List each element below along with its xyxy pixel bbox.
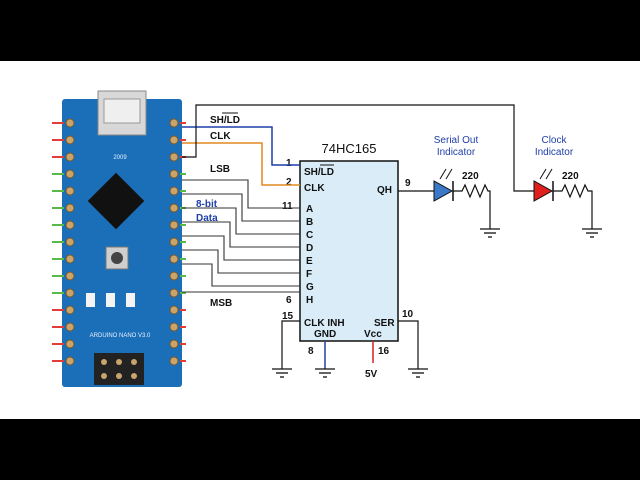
ground-icon — [272, 368, 292, 378]
header-pin — [65, 203, 75, 213]
vcc-5v-label: 5V — [365, 369, 378, 380]
header-pin — [169, 305, 179, 315]
chip-title: 74HC165 — [322, 141, 377, 156]
data-label-line2: Data — [196, 213, 218, 224]
light-arrow-icon — [539, 168, 547, 180]
pin-number-6: 6 — [286, 295, 292, 306]
header-pin — [169, 254, 179, 264]
resistor-1 — [453, 183, 491, 229]
pin-number-2: 2 — [286, 177, 292, 188]
schematic-canvas: 2009 ARDUINO NANO V3.0 74HC165 SH/LD CLK… — [0, 61, 640, 419]
serial-out-label-1: Serial Out — [434, 135, 479, 146]
pin-label-clk-inh: CLK INH — [304, 318, 345, 329]
header-pin — [169, 203, 179, 213]
light-arrow-icon — [439, 168, 447, 180]
mcu-chip — [87, 172, 145, 230]
header-pin — [65, 356, 75, 366]
header-pin — [169, 169, 179, 179]
light-arrow-icon — [545, 168, 553, 180]
resistor-1-value: 220 — [462, 171, 479, 182]
resistor-2-value: 220 — [562, 171, 579, 182]
pin-number-11: 11 — [282, 201, 293, 212]
light-arrow-icon — [445, 168, 453, 180]
header-pin — [169, 271, 179, 281]
pin-label-e: E — [306, 256, 313, 267]
header-pin — [169, 288, 179, 298]
pin-number-10: 10 — [402, 309, 414, 320]
pin-label-vcc: Vcc — [364, 329, 382, 340]
data-label-line1: 8-bit — [196, 199, 218, 210]
header-pin — [65, 135, 75, 145]
serial-led — [433, 168, 454, 202]
header-pin — [65, 305, 75, 315]
header-pin — [65, 169, 75, 179]
header-pin — [169, 339, 179, 349]
wire-label-shld: SH/LD — [210, 115, 240, 126]
clock-led — [533, 168, 554, 202]
serial-out-label-2: Indicator — [437, 147, 476, 158]
pin-number-8: 8 — [308, 346, 314, 357]
pin-label-a: A — [306, 204, 313, 215]
icsp-header — [94, 353, 144, 385]
pin-label-gnd: GND — [314, 329, 336, 340]
ground-icon — [582, 228, 602, 238]
clock-label-2: Indicator — [535, 147, 574, 158]
header-pin — [169, 186, 179, 196]
ground-icon — [408, 368, 428, 378]
pin-label-qh: QH — [377, 185, 392, 196]
pin-label-ser: SER — [374, 318, 395, 329]
pin-label-shld: SH/LD — [304, 167, 334, 178]
header-pin — [65, 237, 75, 247]
pin-label-d: D — [306, 243, 313, 254]
pin-number-16: 16 — [378, 346, 390, 357]
shift-register-chip — [299, 160, 399, 342]
header-pin — [169, 237, 179, 247]
pin-label-b: B — [306, 217, 313, 228]
wire-shld — [182, 126, 300, 166]
pin-label-g: G — [306, 282, 314, 293]
header-pin — [65, 322, 75, 332]
header-pin — [169, 135, 179, 145]
header-pin — [65, 186, 75, 196]
header-pin — [65, 339, 75, 349]
pin-number-9: 9 — [405, 178, 411, 189]
pin-number-1: 1 — [286, 158, 292, 169]
ground-symbols — [272, 228, 602, 378]
pin-label-f: F — [306, 269, 312, 280]
pin-label-h: H — [306, 295, 313, 306]
msb-label: MSB — [210, 298, 232, 309]
board-year: 2009 — [113, 155, 127, 161]
header-pin — [169, 322, 179, 332]
board-pcb — [62, 99, 182, 387]
clock-label-1: Clock — [541, 135, 567, 146]
schematic-svg: 2009 ARDUINO NANO V3.0 74HC165 SH/LD CLK… — [52, 90, 602, 387]
pin-label-c: C — [306, 230, 313, 241]
ground-icon — [315, 368, 335, 378]
wire-label-clk: CLK — [210, 131, 231, 142]
header-pin — [169, 220, 179, 230]
header-pin — [65, 254, 75, 264]
board-name: ARDUINO NANO V3.0 — [90, 333, 151, 339]
right-pin-header — [169, 118, 186, 366]
data-bus — [182, 179, 300, 293]
pin-number-15: 15 — [282, 311, 294, 322]
pin-label-clk: CLK — [304, 183, 325, 194]
wire-clock-indicator — [182, 104, 534, 192]
header-pin — [65, 271, 75, 281]
wire-clk — [182, 142, 300, 186]
lsb-label: LSB — [210, 164, 230, 175]
ground-icon — [480, 228, 500, 238]
header-pin — [65, 288, 75, 298]
header-pin — [65, 152, 75, 162]
header-pin — [169, 356, 179, 366]
header-pin — [169, 118, 179, 128]
arduino-nano-board: 2009 ARDUINO NANO V3.0 — [52, 90, 186, 387]
left-pin-header — [52, 118, 75, 366]
header-pin — [65, 118, 75, 128]
resistor-2 — [553, 183, 593, 229]
header-pin — [169, 152, 179, 162]
header-pin — [65, 220, 75, 230]
